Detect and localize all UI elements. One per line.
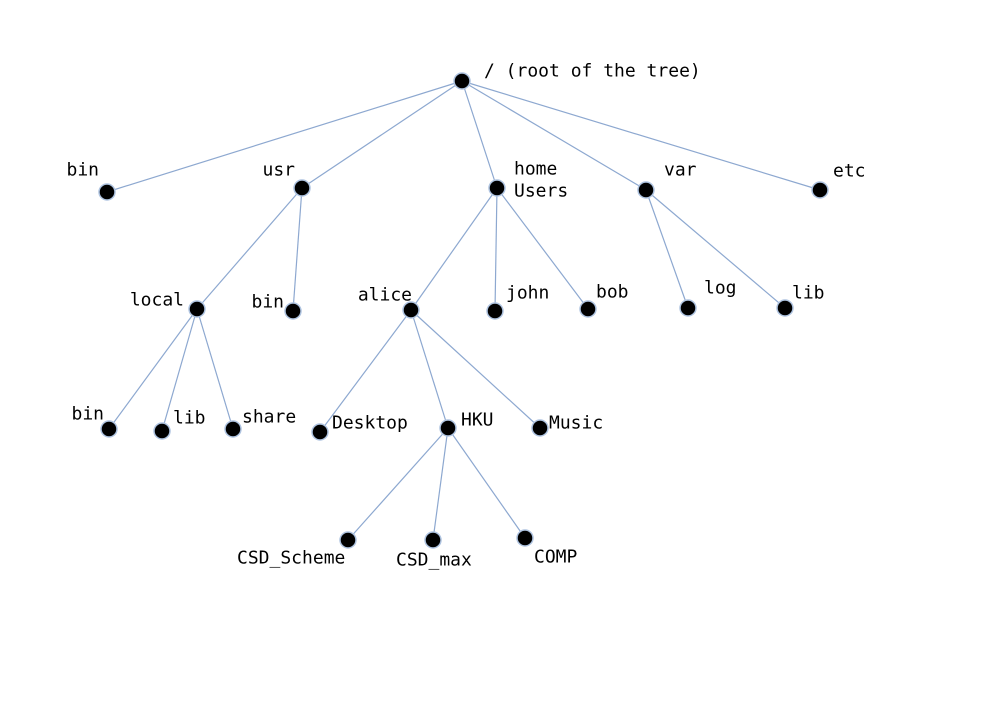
label-etc: etc xyxy=(833,161,866,182)
edge-local-to-share xyxy=(196,308,234,430)
label-local: local xyxy=(130,290,184,311)
node-log xyxy=(679,299,697,317)
label-alice: alice xyxy=(358,285,412,306)
edge-root-to-bin xyxy=(106,80,463,193)
label-var-lib: lib xyxy=(792,283,825,304)
edge-root-to-usr xyxy=(301,80,463,189)
edge-root-to-home xyxy=(461,80,498,189)
label-var: var xyxy=(664,160,697,181)
node-bin xyxy=(98,183,116,201)
label-home-line2: Users xyxy=(514,181,568,202)
label-local-lib: lib xyxy=(173,408,206,429)
node-root xyxy=(453,72,471,90)
node-etc xyxy=(811,181,829,199)
node-hku xyxy=(439,419,457,437)
label-bob: bob xyxy=(596,282,629,303)
edge-alice-to-desktop xyxy=(319,309,412,433)
node-bob xyxy=(579,300,597,318)
edge-home-to-john xyxy=(494,187,498,312)
edge-local-to-local-bin xyxy=(108,308,198,430)
edge-root-to-etc xyxy=(461,80,821,191)
edge-hku-to-csd-max xyxy=(432,427,449,541)
label-root: / (root of the tree) xyxy=(484,61,701,82)
node-usr-bin xyxy=(284,302,302,320)
edge-alice-to-hku xyxy=(410,309,449,429)
node-local-bin xyxy=(100,420,118,438)
node-local-lib xyxy=(153,422,171,440)
node-alice xyxy=(402,301,420,319)
label-hku: HKU xyxy=(461,410,494,431)
node-desktop xyxy=(311,423,329,441)
edge-hku-to-csd-scheme xyxy=(347,427,449,541)
label-comp: COMP xyxy=(534,547,578,568)
label-csd-scheme: CSD_Scheme xyxy=(237,548,345,569)
label-bin: bin xyxy=(66,160,99,181)
node-csd-max xyxy=(424,531,442,549)
node-comp xyxy=(516,529,534,547)
label-local-bin: bin xyxy=(71,404,104,425)
node-home xyxy=(488,179,506,197)
node-csd-scheme xyxy=(339,531,357,549)
label-john: john xyxy=(506,283,549,304)
label-home: home xyxy=(514,159,557,180)
edge-home-to-alice xyxy=(410,187,498,311)
edge-usr-to-usr-bin xyxy=(292,187,303,312)
label-share: share xyxy=(242,407,296,428)
label-music: Music xyxy=(549,413,603,434)
node-share xyxy=(224,420,242,438)
nodes-layer xyxy=(98,72,829,549)
edge-alice-to-music xyxy=(410,309,541,429)
node-john xyxy=(486,302,504,320)
edge-var-to-var-lib xyxy=(645,189,786,309)
label-log: log xyxy=(704,278,737,299)
edge-local-to-local-lib xyxy=(161,308,198,432)
label-usr-bin: bin xyxy=(251,292,284,313)
edge-hku-to-comp xyxy=(447,427,526,539)
node-var xyxy=(637,181,655,199)
edges-layer xyxy=(106,80,821,541)
edge-root-to-var xyxy=(461,80,647,191)
label-csd-max: CSD_max xyxy=(396,550,472,571)
edge-usr-to-local xyxy=(196,187,303,310)
node-music xyxy=(531,419,549,437)
node-usr xyxy=(293,179,311,197)
node-var-lib xyxy=(776,299,794,317)
label-usr: usr xyxy=(262,160,295,181)
node-local xyxy=(188,300,206,318)
label-desktop: Desktop xyxy=(332,413,408,434)
edge-home-to-bob xyxy=(496,187,589,310)
edge-var-to-log xyxy=(645,189,689,309)
